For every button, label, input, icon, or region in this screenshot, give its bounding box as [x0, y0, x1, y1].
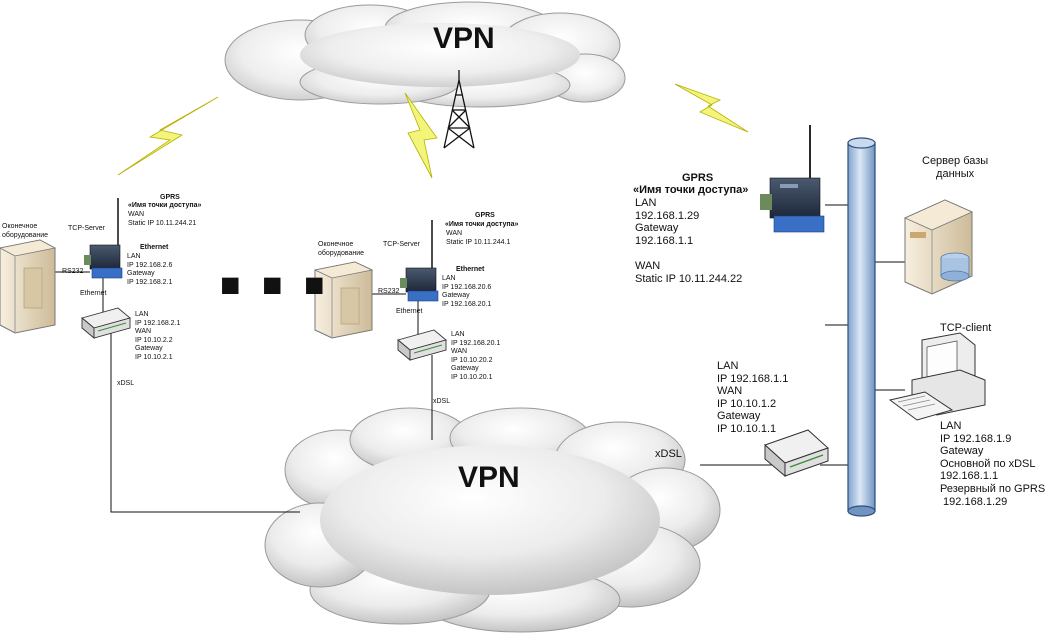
terminal-equipment-icon	[0, 239, 57, 334]
site2-ethernet-cable-label: Ethernet	[396, 308, 423, 315]
site1-gprs-title: GPRS	[160, 194, 180, 201]
site1-tcp-server-label: TCP-Server	[68, 225, 105, 232]
center-xdsl-label: xDSL	[655, 448, 682, 460]
tcp-client-label: TCP-client	[940, 322, 992, 334]
site1-xdsl-label: xDSL	[117, 380, 135, 387]
site2-ethernet-info: LAN IP 192.168.20.6 Gateway IP 192.168.2…	[442, 275, 492, 308]
center-router-info: LAN IP 192.168.1.1 WAN IP 10.10.1.2 Gate…	[717, 360, 789, 435]
site1-rs232-label: RS232	[62, 268, 84, 275]
site2-apn-label: «Имя точки доступа»	[445, 221, 519, 228]
antenna-tower-icon	[443, 70, 475, 149]
database-server-icon	[904, 199, 973, 295]
center-gprs-title: GPRS	[682, 172, 714, 184]
db-server-label: Сервер базы данных	[922, 155, 989, 180]
site2-wan-info: WAN Static IP 10.11.244.1	[446, 230, 511, 246]
gprs-modem-icon	[760, 125, 825, 233]
site2-rs232-label: RS232	[378, 288, 400, 295]
tcp-client-info: LAN IP 192.168.1.9 Gateway Основной по x…	[940, 420, 1045, 508]
site1-equipment-label: Оконечное оборудование	[2, 223, 49, 239]
vpn-cloud-bottom-label: VPN	[458, 461, 520, 494]
center-gprs-info: LAN 192.168.1.29 Gateway 192.168.1.1 WAN…	[635, 197, 743, 285]
site2-xdsl-label: xDSL	[433, 398, 451, 405]
site1-ethernet-title: Ethernet	[140, 244, 169, 251]
site1-ethernet-cable-label: Ethernet	[80, 290, 107, 297]
vpn-cloud-top	[224, 1, 626, 108]
site2-equipment-label: Оконечное оборудование	[318, 241, 365, 257]
site2-router-info: LAN IP 192.168.20.1 WAN IP 10.10.20.2 Ga…	[451, 331, 501, 381]
center-apn-label: «Имя точки доступа»	[633, 184, 749, 196]
site2-ethernet-title: Ethernet	[456, 266, 485, 273]
router-icon	[764, 429, 829, 478]
router-icon	[397, 329, 447, 361]
lightning-bolts	[117, 83, 749, 179]
site2-gprs-title: GPRS	[475, 212, 495, 219]
site1-ethernet-info: LAN IP 192.168.2.6 Gateway IP 192.168.2.…	[127, 253, 173, 286]
router-icon	[81, 307, 131, 339]
vpn-cloud-top-label: VPN	[433, 22, 495, 55]
site1-apn-label: «Имя точки доступа»	[128, 202, 202, 209]
network-lines	[55, 204, 905, 513]
network-bus	[847, 137, 876, 517]
site1-wan-info: WAN Static IP 10.11.244.21	[128, 211, 197, 227]
site2-tcp-server-label: TCP-Server	[383, 241, 420, 248]
more-sites-ellipsis: ■ ■ ■	[220, 266, 331, 304]
vpn-cloud-bottom	[264, 407, 721, 633]
workstation-icon	[888, 332, 986, 421]
terminal-equipment-icon	[313, 261, 374, 339]
gprs-modem-icon	[400, 220, 439, 302]
site1-router-info: LAN IP 192.168.2.1 WAN IP 10.10.2.2 Gate…	[135, 311, 181, 361]
gprs-modem-icon	[84, 198, 123, 279]
